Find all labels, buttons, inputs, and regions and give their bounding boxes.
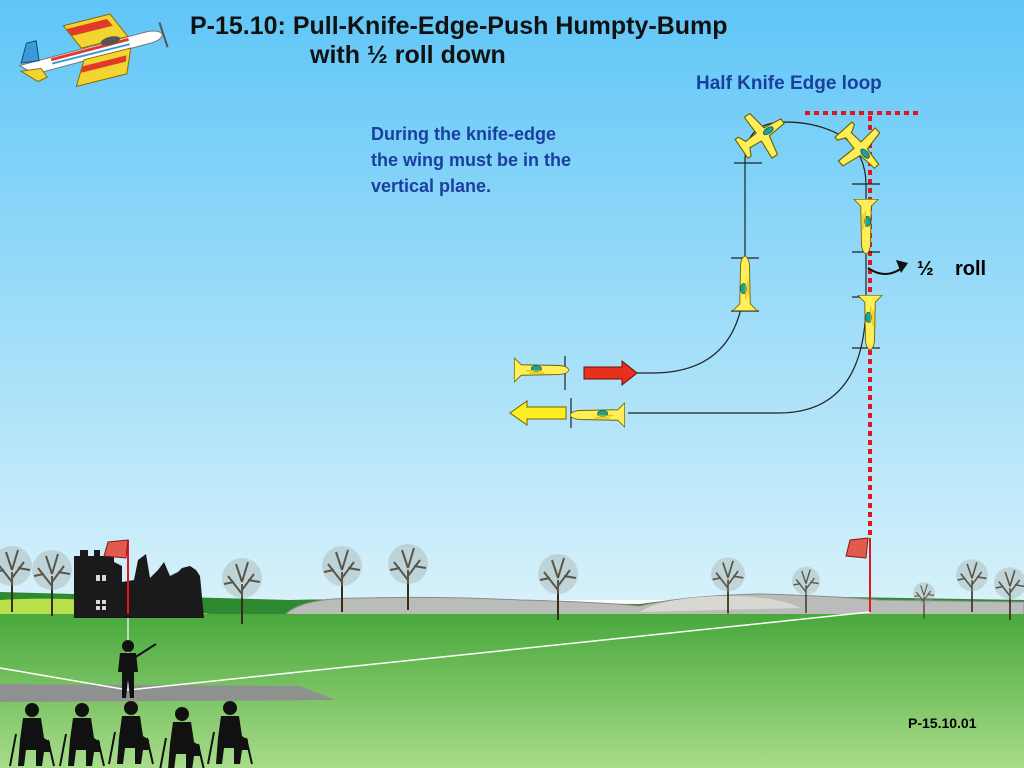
runway [0,684,335,702]
light-field [640,596,800,612]
exit-arrow [509,400,567,426]
sky [0,0,1024,600]
box-line-left [0,667,129,691]
title-line-1: P-15.10: Pull-Knife-Edge-Push Humpty-Bum… [190,12,728,40]
knife-edge-note: During the knife-edge the wing must be i… [371,121,641,199]
entry-arrow [583,359,638,387]
box-line-right [127,611,871,691]
note-line-2: the wing must be in the [371,150,572,170]
half-fraction-label: ½ [917,258,934,280]
page-title: P-15.10: Pull-Knife-Edge-Push Humpty-Bum… [190,12,830,70]
figure-reference: P-15.10.01 [908,715,977,731]
note-line-1: During the knife-edge [371,124,557,144]
half-roll-arrow [867,260,908,275]
flag-icon [103,539,129,614]
note-line-3: vertical plane. [371,176,492,196]
roll-label: roll [955,258,987,280]
flight-path [628,121,867,414]
castle-ruin-icon [74,550,204,618]
title-line-2: with ½ roll down [310,41,506,69]
aerobatic-plane-icon [18,13,169,88]
flag-icon-right [845,537,871,612]
castle-windows [96,575,106,610]
loop-label: Half Knife Edge loop [696,73,882,94]
pilot-silhouette-icon [118,640,157,698]
